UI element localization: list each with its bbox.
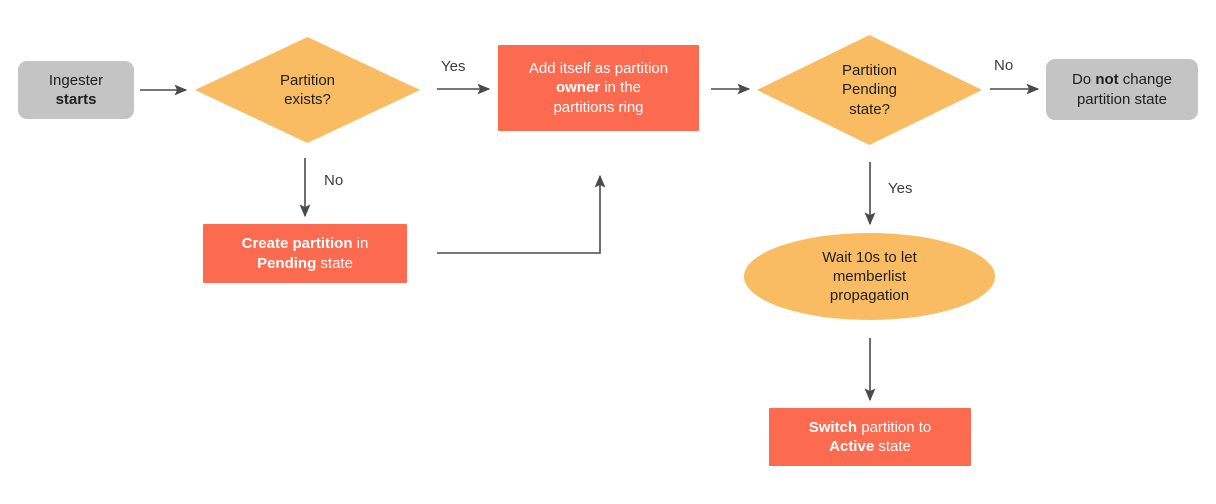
edge-create-partition-to-add-owner <box>437 174 606 254</box>
label-no-partition-exists: No <box>324 172 344 189</box>
label-no-pending-state: No <box>994 57 1014 74</box>
label-yes-pending-state: Yes <box>888 180 913 197</box>
label-yes-partition-exists: Yes <box>441 58 466 75</box>
